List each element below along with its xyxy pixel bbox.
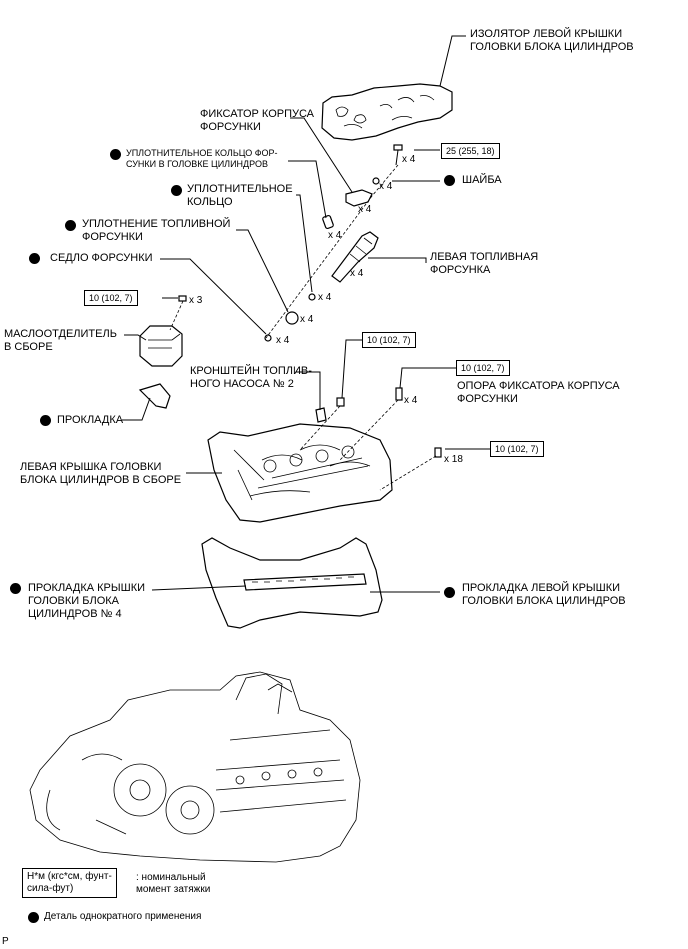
nonreusable-icon xyxy=(28,912,39,923)
torque-spec-box: 10 (102, 7) xyxy=(362,332,416,348)
corner-mark: P xyxy=(2,936,9,947)
nonreusable-icon xyxy=(444,587,455,598)
label-seat: СЕДЛО ФОРСУНКИ xyxy=(50,252,153,264)
quantity-label: x 4 xyxy=(318,292,332,303)
label-separator: МАСЛООТДЕЛИТЕЛЬ В СБОРЕ xyxy=(4,328,117,353)
gasket-strip-part xyxy=(243,573,367,591)
support-part xyxy=(395,387,403,401)
label-cover-gasket-left: ПРОКЛАДКА ЛЕВОЙ КРЫШКИ ГОЛОВКИ БЛОКА ЦИЛ… xyxy=(462,582,626,607)
label-fuel-seal: УПЛОТНЕНИЕ ТОПЛИВНОЙ ФОРСУНКИ xyxy=(82,218,231,243)
nonreusable-icon xyxy=(171,185,182,196)
oring-part xyxy=(308,293,316,301)
label-bracket: КРОНШТЕЙН ТОПЛИВ- НОГО НАСОСА № 2 xyxy=(190,365,312,390)
legend-torque-desc: : номинальный момент затяжки xyxy=(136,872,211,895)
torque-spec-box: 10 (102, 7) xyxy=(456,360,510,376)
injector-part xyxy=(331,231,379,283)
torque-spec-box: 10 (102, 7) xyxy=(84,290,138,306)
bolt-25-part xyxy=(393,144,403,166)
label-clamp: ФИКСАТОР КОРПУСА ФОРСУНКИ xyxy=(200,108,315,133)
quantity-label: x 4 xyxy=(358,204,372,215)
nonreusable-icon xyxy=(110,149,121,160)
legend-torque-box: Н*м (кгс*см, фунт- сила-фут) xyxy=(22,868,117,898)
engine-part xyxy=(29,671,361,863)
washer-part xyxy=(372,177,380,185)
gasket-part xyxy=(138,383,171,409)
quantity-label: x 4 xyxy=(276,335,290,346)
nonreusable-icon xyxy=(65,220,76,231)
nonreusable-icon xyxy=(40,415,51,426)
quantity-label: x 18 xyxy=(444,454,463,465)
separator-part xyxy=(139,325,183,367)
separator-bolt-part xyxy=(178,295,187,302)
label-gasket: ПРОКЛАДКА xyxy=(57,414,124,426)
quantity-label: x 4 xyxy=(350,268,364,279)
label-insulator: ИЗОЛЯТОР ЛЕВОЙ КРЫШКИ ГОЛОВКИ БЛОКА ЦИЛИ… xyxy=(470,28,634,53)
nonreusable-icon xyxy=(29,253,40,264)
label-cover-gasket4: ПРОКЛАДКА КРЫШКИ ГОЛОВКИ БЛОКА ЦИЛИНДРОВ… xyxy=(28,582,146,620)
quantity-label: x 4 xyxy=(402,154,416,165)
label-oring-head: УПЛОТНИТЕЛЬНОЕ КОЛЬЦО ФОР- СУНКИ В ГОЛОВ… xyxy=(126,148,278,169)
oring-head-part xyxy=(322,214,334,230)
bracket-part xyxy=(315,407,327,423)
leader-lines xyxy=(122,35,490,593)
fuel-seal-part xyxy=(285,311,299,325)
quantity-label: x 3 xyxy=(189,295,203,306)
nonreusable-icon xyxy=(10,583,21,594)
torque-spec-box: 25 (255, 18) xyxy=(441,143,500,159)
cover-bolt-part xyxy=(434,447,442,458)
quantity-label: x 4 xyxy=(300,314,314,325)
insulator-part xyxy=(321,83,453,141)
label-oring: УПЛОТНИТЕЛЬНОЕ КОЛЬЦО xyxy=(187,183,293,208)
quantity-label: x 4 xyxy=(328,230,342,241)
label-injector: ЛЕВАЯ ТОПЛИВНАЯ ФОРСУНКА xyxy=(430,251,539,276)
cover-gasket-part xyxy=(201,537,383,629)
legend-nonreusable: Деталь однократного применения xyxy=(44,911,202,922)
label-washer: ШАЙБА xyxy=(462,174,502,186)
assembly-lines xyxy=(169,164,437,491)
seat-part xyxy=(264,334,272,342)
quantity-label: x 4 xyxy=(379,181,393,192)
quantity-label: x 4 xyxy=(404,395,418,406)
bracket-bolt-part xyxy=(336,397,345,407)
torque-spec-box: 10 (102, 7) xyxy=(490,441,544,457)
label-support: ОПОРА ФИКСАТОРА КОРПУСА ФОРСУНКИ xyxy=(457,380,620,405)
cover-part xyxy=(207,423,393,523)
nonreusable-icon xyxy=(444,175,455,186)
label-cover: ЛЕВАЯ КРЫШКА ГОЛОВКИ БЛОКА ЦИЛИНДРОВ В С… xyxy=(20,461,182,486)
